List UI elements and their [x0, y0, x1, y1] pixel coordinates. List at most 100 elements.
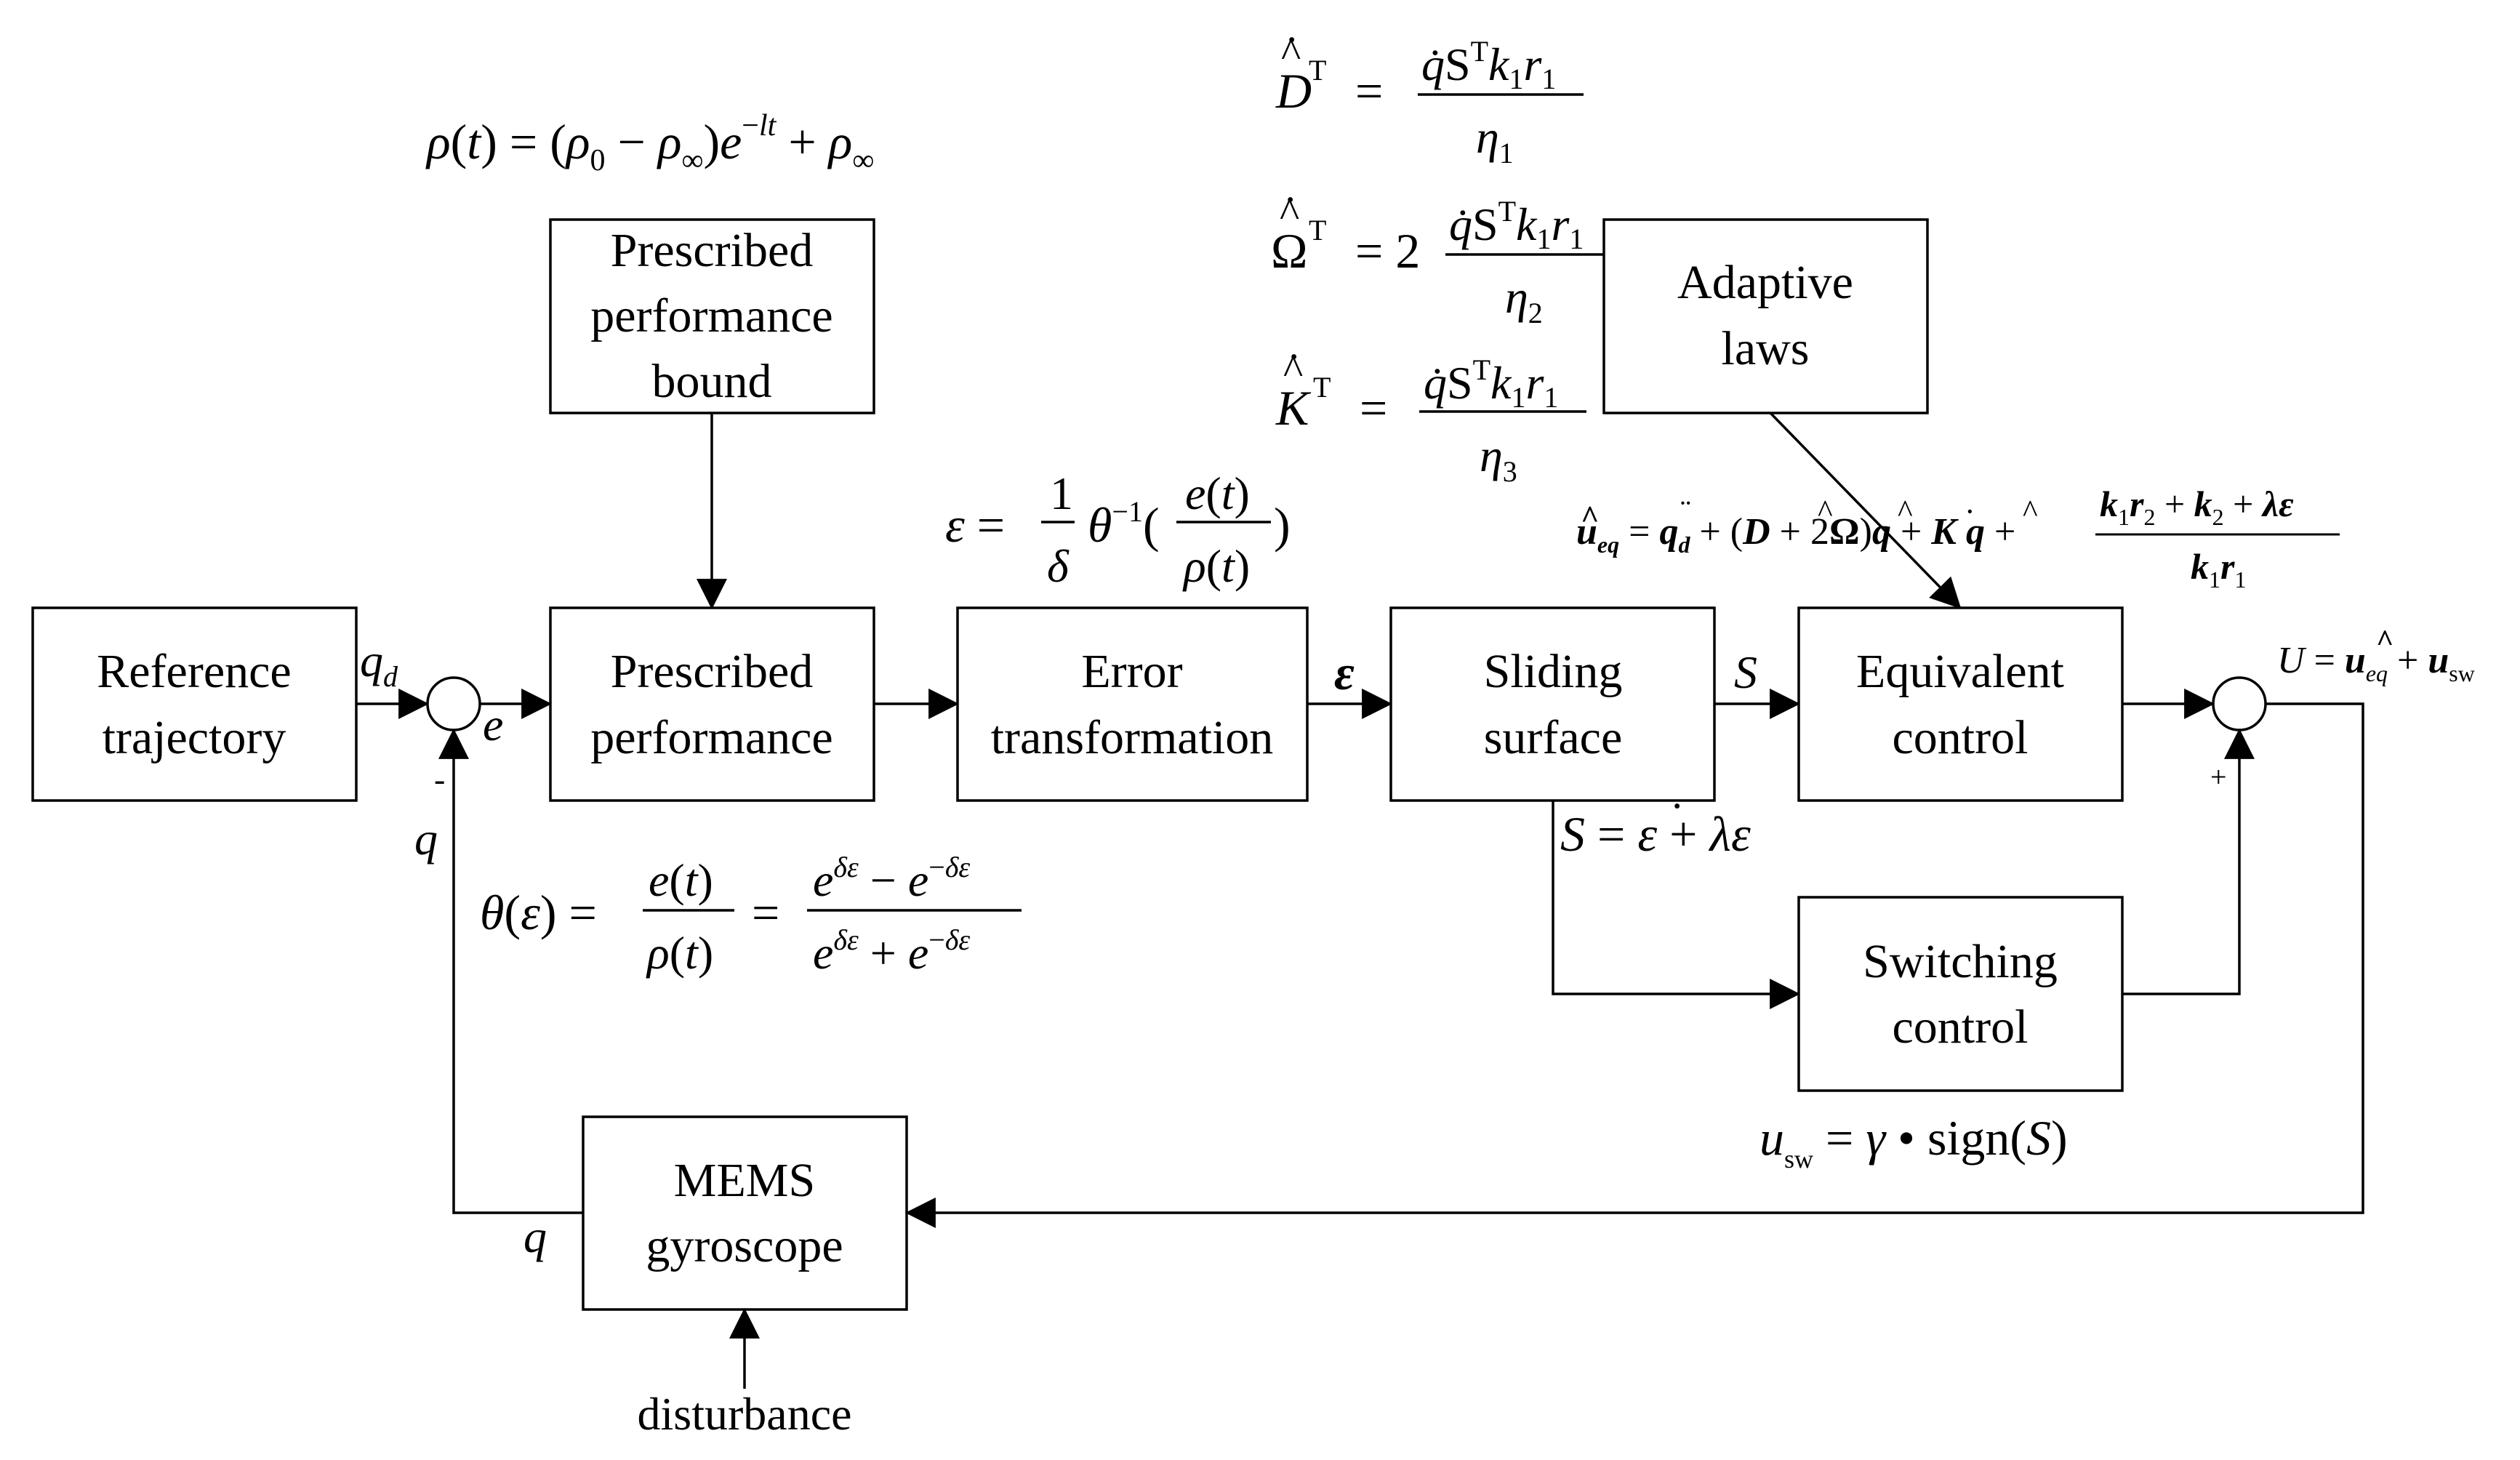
svg-text:=: =: [1360, 380, 1387, 436]
svg-text:¨: ¨: [1680, 494, 1691, 529]
svg-text:η2: η2: [1505, 271, 1543, 329]
U-equation: U = ueq + usw ^: [2277, 625, 2475, 686]
feedback-arrow: [438, 728, 583, 1214]
svg-text:η1: η1: [1476, 111, 1514, 169]
svg-text:U = ueq + usw: U = ueq + usw: [2277, 640, 2475, 686]
rho-equation: ρ(t) = (ρ0 − ρ∞)e−lt + ρ∞: [425, 109, 874, 177]
svg-text:T: T: [1309, 54, 1326, 87]
e-label: e: [483, 699, 503, 750]
svg-text:e(t): e(t): [1185, 468, 1250, 519]
prescribed-performance-bound-block: [549, 218, 875, 414]
svg-text:ueq = qd + (D + 2Ω)q + K q +: ueq = qd + (D + 2Ω)q + K q +: [1576, 511, 2015, 558]
ppbound-label-2: performance: [590, 289, 832, 342]
ppbound-label-1: Prescribed: [611, 224, 814, 277]
q-feedback-label: q: [414, 813, 438, 865]
svg-text:q̇STk1r1: q̇STk1r1: [1421, 35, 1556, 95]
svg-text:θ(ε) =: θ(ε) =: [480, 885, 597, 940]
reference-label-2: trajectory: [103, 711, 286, 764]
D-adaptive-law: D ^ · T = q̇STk1r1 η1: [1275, 16, 1584, 169]
svg-text:1: 1: [1050, 468, 1073, 519]
svg-text:T: T: [1313, 371, 1331, 404]
svg-text:q̇STk1r1: q̇STk1r1: [1449, 195, 1584, 255]
sliding-surface-block: [1389, 606, 1716, 802]
svg-text:^: ^: [1581, 500, 1600, 535]
svg-text:ε =: ε =: [945, 497, 1005, 553]
q-output-label: q: [523, 1211, 547, 1262]
sliding-label-2: surface: [1484, 711, 1623, 764]
svg-text:k1r1: k1r1: [2191, 546, 2246, 593]
adaptive-to-equivalent-arrow: [1769, 412, 1962, 609]
svg-text:^: ^: [1281, 29, 1301, 76]
control-summing-junction: [2212, 676, 2267, 731]
Omega-adaptive-law: Ω ^ · T = 2 q̇STk1r1 η2: [1271, 176, 1604, 329]
svg-text:eδε − e−δε: eδε − e−δε: [813, 851, 970, 906]
equivalent-label-2: control: [1893, 711, 2029, 764]
epsilon-equation: ε = 1 δ θ−1( e(t) ρ(t) ): [945, 468, 1291, 592]
svg-text:ρ(t): ρ(t): [1182, 540, 1250, 592]
svg-text:T: T: [1309, 214, 1326, 246]
svg-text:·: ·: [1285, 16, 1299, 63]
svg-text:δ: δ: [1047, 540, 1070, 592]
S-label: S: [1734, 646, 1757, 698]
svg-text:^: ^: [1898, 494, 1913, 529]
switching-label-1: Switching: [1863, 935, 2058, 988]
adaptive-label-2: laws: [1722, 322, 1810, 375]
svg-text:= 2: = 2: [1355, 223, 1420, 278]
mems-label-2: gyroscope: [646, 1219, 843, 1272]
svg-text:ρ(t): ρ(t): [646, 927, 713, 979]
disturbance-label: disturbance: [638, 1388, 852, 1440]
control-output-arrow: [904, 702, 2364, 1228]
equivalent-control-block: [1797, 606, 2124, 802]
svg-text:D: D: [1275, 63, 1312, 119]
mems-label-1: MEMS: [674, 1154, 815, 1207]
svg-text:k1r2 + k2 + λε: k1r2 + k2 + λε: [2100, 484, 2294, 530]
reference-trajectory-block: [31, 606, 358, 802]
switching-label-2: control: [1893, 1000, 2029, 1054]
svg-text:Ω: Ω: [1271, 223, 1308, 278]
K-adaptive-law: K ^ · T = q̇STk1r1 η3: [1275, 333, 1586, 488]
sliding-to-switching-arrow: [1552, 801, 1801, 1009]
svg-text:e(t): e(t): [649, 854, 713, 906]
reference-label-1: Reference: [97, 645, 291, 698]
svg-text:eδε + e−δε: eδε + e−δε: [813, 923, 970, 979]
mems-gyroscope-block: [582, 1115, 908, 1311]
svg-text:K: K: [1275, 380, 1312, 436]
error-label-2: transformation: [991, 711, 1274, 764]
svg-text:^: ^: [2376, 625, 2393, 658]
S-equation: S = ε + λε ·: [1560, 782, 1751, 862]
svg-text:η3: η3: [1480, 430, 1517, 488]
ppbound-label-3: bound: [652, 355, 772, 408]
svg-text:=: =: [1355, 63, 1383, 119]
plus-sign-label: +: [2210, 761, 2227, 793]
adaptive-laws-block: [1602, 218, 1929, 414]
svg-text:·: ·: [1965, 494, 1975, 529]
pp-label-2: performance: [590, 711, 832, 764]
svg-text:θ−1(: θ−1(: [1088, 495, 1160, 553]
svg-text:usw = γ • sign(S): usw = γ • sign(S): [1759, 1110, 2068, 1174]
svg-text:·: ·: [1670, 782, 1684, 830]
switching-to-sum-arrow: [2122, 728, 2255, 995]
svg-text:^: ^: [1283, 346, 1303, 393]
svg-text:=: =: [752, 885, 779, 940]
svg-text:·: ·: [1283, 176, 1297, 223]
svg-text:^: ^: [1280, 189, 1299, 236]
error-transformation-block: [956, 606, 1309, 802]
equivalent-label-1: Equivalent: [1856, 645, 2064, 698]
epsilon-label: ε: [1334, 645, 1355, 700]
sliding-label-1: Sliding: [1484, 645, 1623, 698]
svg-text:ρ(t) = (ρ0 − ρ∞)e−lt + ρ∞: ρ(t) = (ρ0 − ρ∞)e−lt + ρ∞: [425, 109, 874, 177]
theta-equation: θ(ε) = e(t) ρ(t) = eδε − e−δε eδε + e−δε: [480, 851, 1022, 979]
switching-control-block: [1797, 896, 2124, 1092]
prescribed-performance-block: [549, 606, 875, 802]
svg-text:): ): [1274, 497, 1291, 553]
error-summing-junction: [426, 676, 481, 731]
svg-text:^: ^: [1818, 494, 1833, 529]
svg-text:S = ε + λε: S = ε + λε: [1560, 806, 1751, 862]
svg-text:·: ·: [1287, 333, 1301, 380]
usw-equation: usw = γ • sign(S): [1759, 1110, 2068, 1174]
adaptive-label-1: Adaptive: [1677, 256, 1853, 309]
pp-label-1: Prescribed: [611, 645, 814, 698]
ueq-equation: ueq = qd + (D + 2Ω)q + K q + ^ ¨ ^ ^ · ^…: [1576, 484, 2340, 593]
qd-label: qd: [360, 635, 398, 693]
